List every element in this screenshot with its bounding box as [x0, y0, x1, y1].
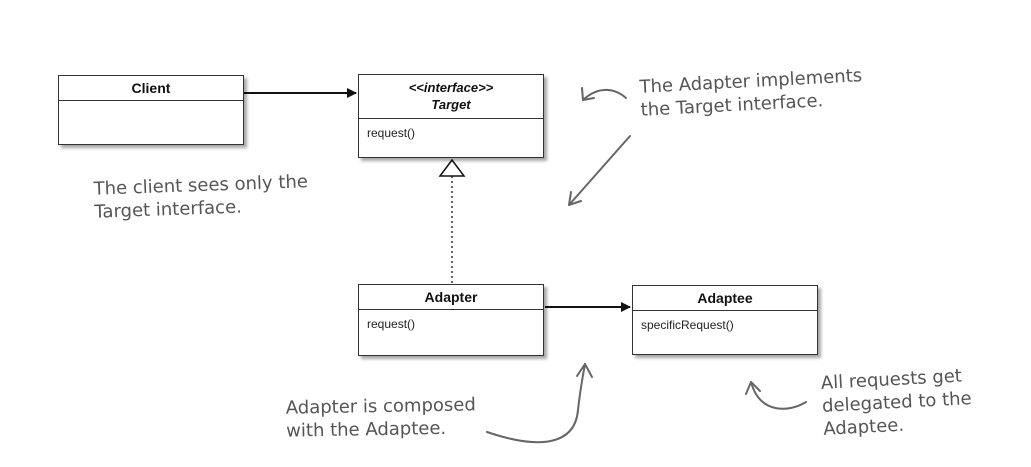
note-composed: Adapter is composed with the Adaptee. [286, 393, 477, 442]
target-stereotype: <<interface>> [408, 80, 494, 95]
annotation-arrow-implements-straight [568, 135, 631, 206]
adaptee-class-name: Adaptee [633, 286, 817, 311]
note-delegated: All requests get delegated to the Adapte… [820, 364, 973, 441]
adapter-methods: request() [367, 317, 416, 331]
adaptee-class-box: Adaptee specificRequest() [632, 285, 818, 355]
note-client-sees: The client sees only the Target interfac… [93, 170, 309, 223]
annotation-arrowhead-implements-curve [581, 87, 595, 101]
annotation-arrow-implements-curve [582, 89, 627, 101]
client-class-name: Client [59, 76, 243, 101]
target-interface-header: <<interface>> Target [359, 75, 543, 119]
client-class-methods [59, 101, 243, 115]
note-composed-line-1: Adapter is composed [285, 394, 476, 419]
annotation-arrowhead-delegated [745, 381, 761, 395]
annotation-arrow-composed [486, 363, 586, 444]
annotation-arrowhead-composed [576, 363, 593, 378]
annotation-arrowhead-implements-straight [568, 191, 582, 206]
adapter-class-box: Adapter request() [358, 284, 544, 356]
client-class-box: Client [58, 75, 244, 145]
target-class-name: Target [431, 97, 471, 112]
target-methods: request() [367, 126, 416, 140]
annotation-arrow-delegated [750, 381, 807, 410]
note-composed-line-2: with the Adaptee. [286, 417, 447, 442]
adapter-class-name: Adapter [359, 285, 543, 310]
target-interface-box: <<interface>> Target request() [358, 74, 544, 158]
adaptee-methods: specificRequest() [641, 318, 734, 332]
realization-hollow-triangle [438, 158, 466, 177]
